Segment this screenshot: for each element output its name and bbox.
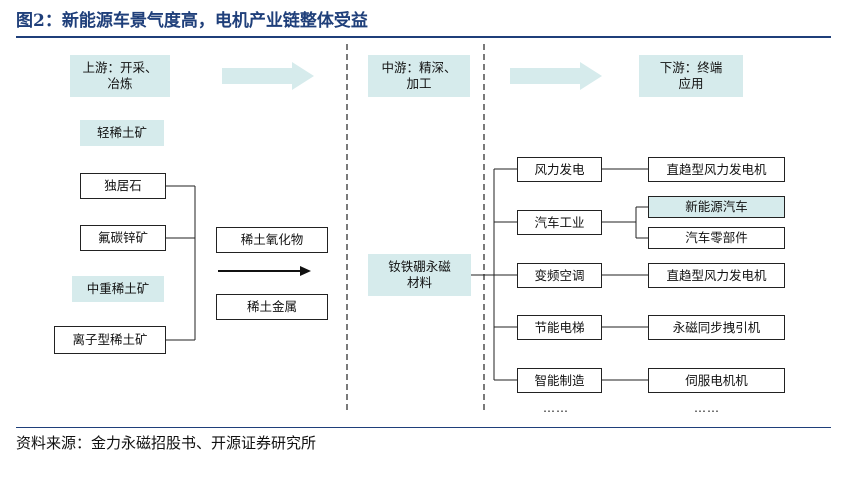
mineral-ionic-clay: 离子型稀土矿	[54, 326, 166, 354]
output-pm-synchronous-traction-machine: 永磁同步拽引机	[648, 315, 785, 340]
ndfeb-magnet-material: 钕铁硼永磁 材料	[368, 254, 471, 296]
application-energy-saving-elevator: 节能电梯	[517, 315, 602, 340]
source-note: 资料来源：金力永磁招股书、开源证券研究所	[16, 434, 317, 452]
stage-arrow-midstream-downstream	[510, 62, 602, 90]
application-automotive: 汽车工业	[517, 210, 602, 235]
mineral-monazite: 独居石	[80, 173, 166, 199]
figure-title: 图2：新能源车景气度高，电机产业链整体受益	[16, 11, 368, 31]
output-servo-motor: 伺服电机机	[648, 368, 785, 393]
outputs-ellipsis: ……	[694, 401, 720, 415]
process-arrow-head	[300, 266, 311, 276]
source-rule	[16, 427, 831, 428]
stage-arrow-upstream-midstream	[222, 62, 314, 90]
application-smart-manufacturing: 智能制造	[517, 368, 602, 393]
stage-downstream: 下游：终端 应用	[639, 55, 743, 97]
output-new-energy-vehicle: 新能源汽车	[648, 196, 785, 218]
output-direct-drive-generator-ac: 直趋型风力发电机	[648, 263, 785, 288]
mineral-bastnaesite: 氟碳锌矿	[80, 225, 166, 251]
title-rule	[16, 36, 831, 38]
stage-midstream: 中游：精深、 加工	[368, 55, 470, 97]
light-rare-earth-group: 轻稀土矿	[80, 120, 164, 146]
stage-upstream: 上游：开采、 冶炼	[70, 55, 170, 97]
applications-ellipsis: ……	[543, 401, 569, 415]
application-inverter-ac: 变频空调	[517, 263, 602, 288]
rare-earth-metal: 稀土金属	[216, 294, 328, 320]
output-auto-parts: 汽车零部件	[648, 227, 785, 249]
application-wind-power: 风力发电	[517, 157, 602, 182]
rare-earth-oxide: 稀土氧化物	[216, 227, 328, 253]
heavy-rare-earth-group: 中重稀土矿	[72, 276, 164, 302]
output-direct-drive-wind-generator: 直趋型风力发电机	[648, 157, 785, 182]
